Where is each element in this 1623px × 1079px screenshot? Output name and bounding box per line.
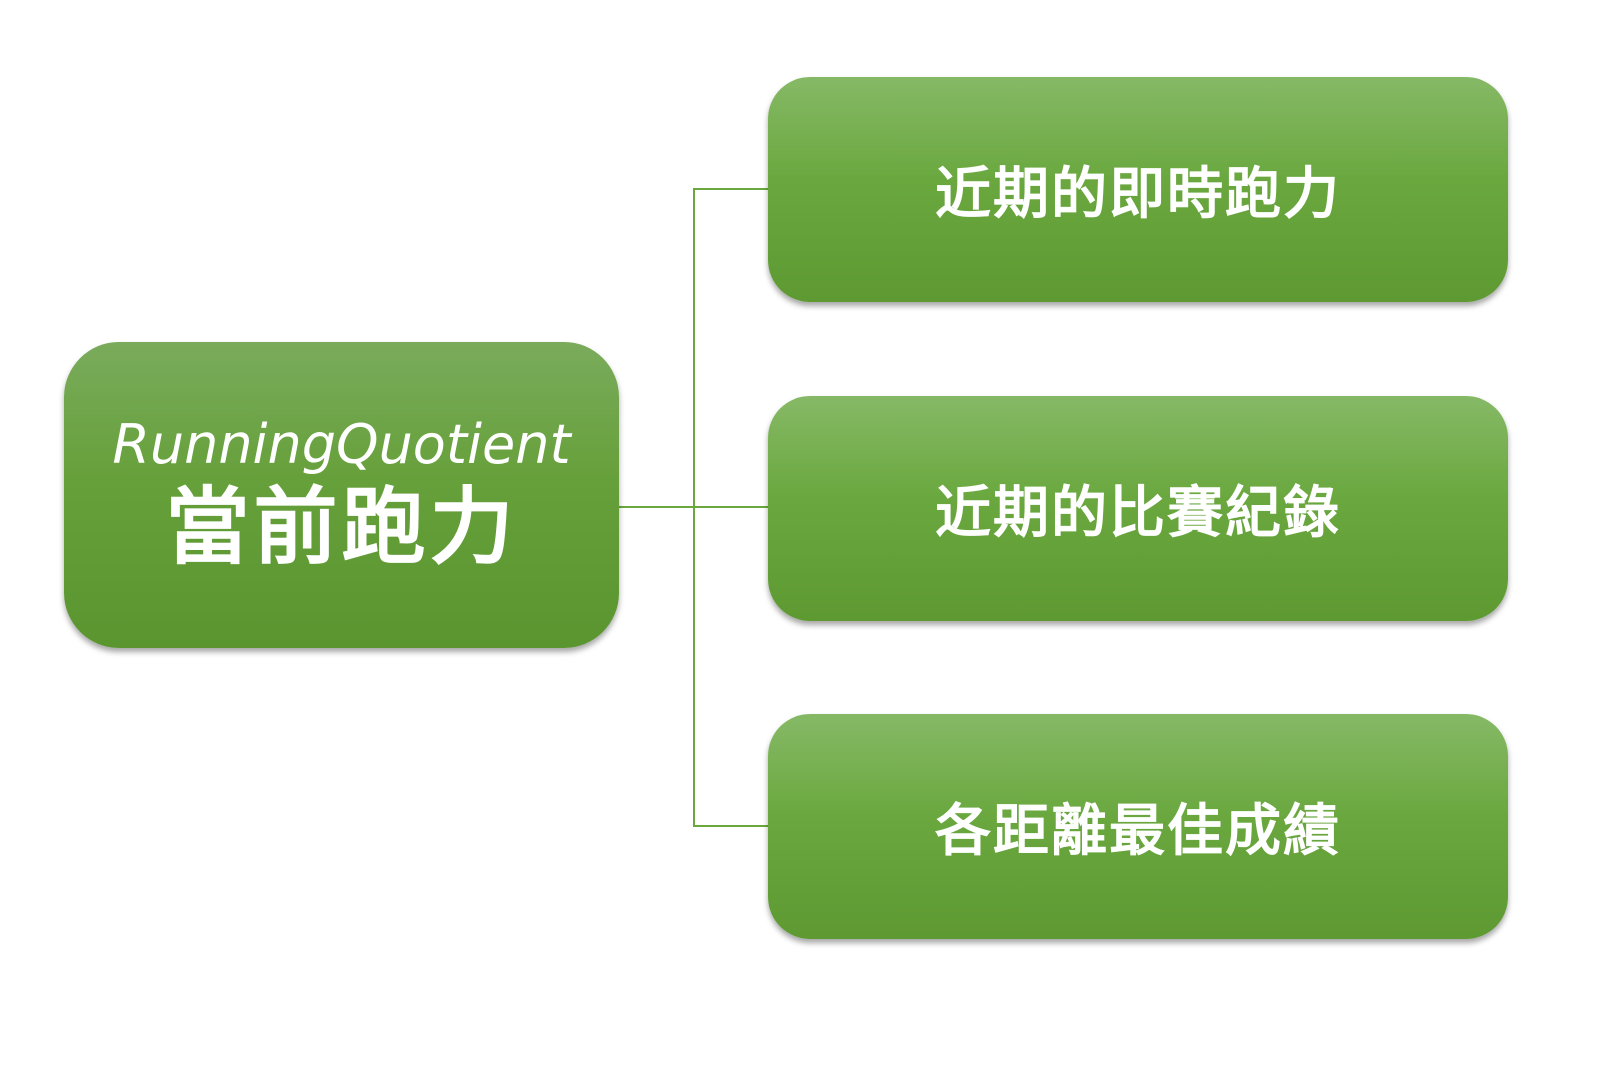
root-title-zh: 當前跑力	[165, 478, 518, 576]
child-node-1: 近期的即時跑力	[768, 77, 1508, 302]
child-node-2: 近期的比賽紀錄	[768, 396, 1508, 621]
root-title-en: RunningQuotient	[112, 413, 571, 476]
root-node: RunningQuotient 當前跑力	[64, 342, 619, 648]
child-label: 近期的即時跑力	[935, 162, 1341, 227]
child-label: 各距離最佳成績	[935, 799, 1341, 864]
connector-branch-2	[693, 506, 768, 508]
child-node-3: 各距離最佳成績	[768, 714, 1508, 939]
connector-root	[619, 506, 694, 508]
connector-branch-1	[693, 188, 768, 190]
child-label: 近期的比賽紀錄	[935, 481, 1341, 546]
connector-branch-3	[693, 825, 768, 827]
